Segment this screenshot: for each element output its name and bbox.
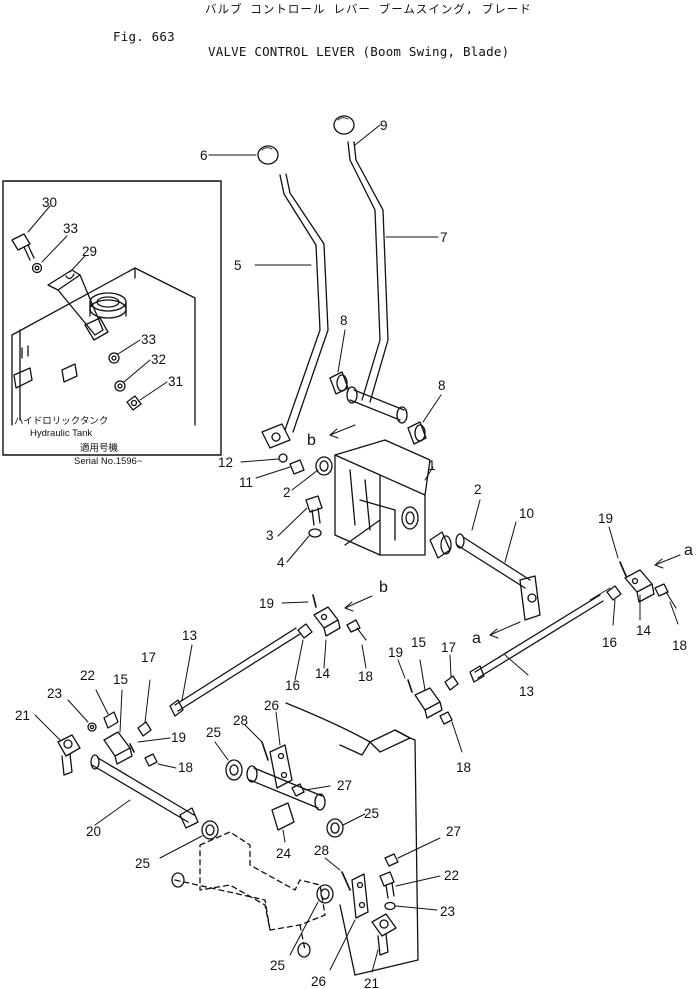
- tank-label-jp: ハイドロリックタンク: [14, 416, 108, 427]
- view-marker-a-right: a: [684, 542, 693, 559]
- callout-21b: 21: [364, 976, 379, 989]
- callout-26a: 26: [264, 698, 279, 713]
- callout-5: 5: [234, 258, 242, 273]
- callout-24: 24: [276, 846, 292, 861]
- callout-27b: 27: [446, 824, 461, 839]
- callout-14a: 14: [636, 623, 652, 638]
- callout-23a: 23: [47, 686, 62, 701]
- clevis-15-right: [397, 654, 463, 753]
- callout-15a: 15: [411, 635, 426, 650]
- inset-hydraulic-tank: 30 33 29 33 32 31 ハイドロリックタンク Hydraulic T…: [2, 180, 222, 467]
- view-marker-b-upper: b: [307, 432, 316, 449]
- shaft-20-assembly: [34, 679, 219, 859]
- callout-4: 4: [277, 555, 285, 570]
- mounting-frame: [171, 702, 419, 976]
- callout-26b: 26: [311, 974, 326, 989]
- lever-7-assembly: [333, 115, 439, 424]
- figure-title: VALVE CONTROL LEVER (Boom Swing, Blade): [208, 44, 510, 59]
- figure-number: Fig. 663: [113, 29, 175, 44]
- callout-18a: 18: [672, 638, 687, 653]
- callout-31: 31: [168, 374, 183, 389]
- arm-assembly-24: [214, 711, 366, 956]
- view-arrow-a-lower: [489, 621, 521, 639]
- callout-2b: 2: [474, 482, 482, 497]
- serial-label-en: Serial No.1596~: [74, 456, 143, 467]
- view-marker-a-lower: a: [472, 630, 481, 647]
- callout-17a: 17: [441, 640, 456, 655]
- callout-30: 30: [42, 195, 57, 210]
- rod-13-left: [169, 594, 373, 717]
- callout-17b: 17: [141, 650, 156, 665]
- japanese-title: バルブ コントロール レバー ブームスイング, ブレード: [205, 2, 532, 16]
- callout-25d: 25: [270, 958, 285, 973]
- callout-2: 2: [283, 485, 291, 500]
- tank-label-en: Hydraulic Tank: [30, 428, 92, 439]
- callout-13b: 13: [182, 628, 197, 643]
- callout-labels: 6 9 7 5 8 8 b 1 12 11 2 2 10 3 4 19 a a …: [15, 118, 693, 989]
- callout-18c: 18: [456, 760, 471, 775]
- callout-6: 6: [200, 148, 208, 163]
- bracket-1: [334, 439, 434, 556]
- callout-14b: 14: [315, 666, 331, 681]
- callout-19c: 19: [388, 645, 403, 660]
- callout-23b: 23: [440, 904, 455, 919]
- lever-5-assembly: [208, 145, 329, 449]
- callout-25c: 25: [364, 806, 379, 821]
- arm-assembly-26-lower: [324, 837, 441, 973]
- callout-33b: 33: [141, 332, 156, 347]
- figure-caption: Fig. 663 VALVE CONTROL LEVER (Boom Swing…: [113, 14, 696, 74]
- lever-10: [429, 499, 541, 621]
- callout-8b: 8: [438, 378, 446, 393]
- callout-15b: 15: [113, 672, 128, 687]
- callout-19d: 19: [171, 730, 186, 745]
- callout-3: 3: [266, 528, 274, 543]
- callout-16a: 16: [602, 635, 617, 650]
- bolt-3-washer-4: [277, 495, 323, 563]
- callout-19a: 19: [598, 511, 613, 526]
- callout-22a: 22: [80, 668, 95, 683]
- callout-25b: 25: [206, 725, 221, 740]
- callout-12: 12: [218, 455, 233, 470]
- callout-28a: 28: [233, 713, 248, 728]
- callout-18d: 18: [178, 760, 193, 775]
- callout-33: 33: [63, 221, 78, 236]
- callout-8: 8: [340, 313, 348, 328]
- callout-29: 29: [82, 244, 97, 259]
- small-parts-2-11-12: [240, 453, 333, 491]
- callout-13a: 13: [519, 684, 534, 699]
- callout-16b: 16: [285, 678, 300, 693]
- callout-10: 10: [519, 506, 534, 521]
- callout-27a: 27: [337, 778, 352, 793]
- rod-13-right: [469, 526, 681, 683]
- bushings-8: [329, 329, 442, 445]
- callout-20: 20: [86, 824, 101, 839]
- callout-28b: 28: [314, 843, 329, 858]
- view-arrow-b-upper: [329, 424, 356, 439]
- callout-25a: 25: [135, 856, 150, 871]
- callout-1: 1: [428, 458, 436, 473]
- callout-7: 7: [440, 230, 448, 245]
- view-marker-b-mid: b: [379, 579, 388, 596]
- callout-19b: 19: [259, 596, 274, 611]
- callout-22b: 22: [444, 868, 459, 883]
- callout-32: 32: [151, 352, 166, 367]
- callout-18b: 18: [358, 669, 373, 684]
- serial-label-jp: 適用号機: [80, 442, 119, 454]
- callout-11: 11: [239, 475, 253, 490]
- callout-9: 9: [380, 118, 388, 133]
- callout-21a: 21: [15, 708, 30, 723]
